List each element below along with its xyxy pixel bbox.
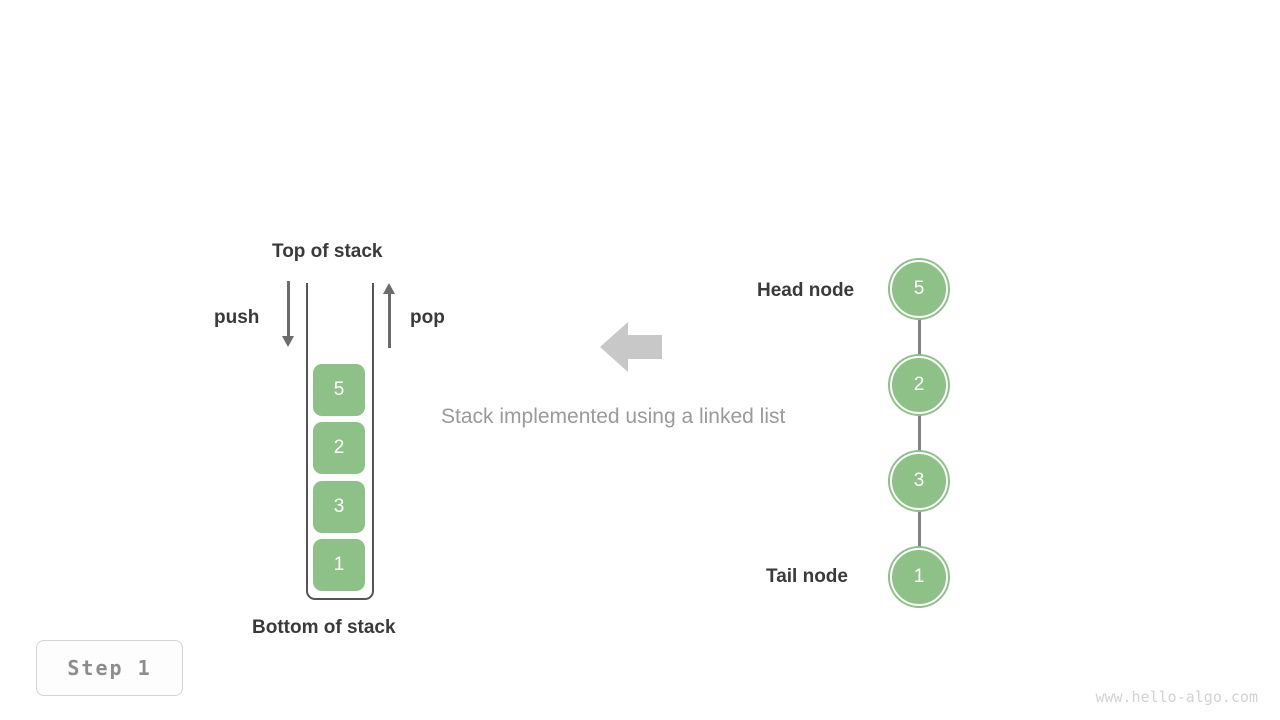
linked-list-link-shaft	[918, 510, 921, 556]
stack-cell: 5	[313, 364, 365, 416]
top-of-stack-label: Top of stack	[272, 241, 383, 262]
watermark: www.hello-algo.com	[1095, 688, 1258, 706]
stack-cell: 2	[313, 422, 365, 474]
push-label: push	[214, 307, 260, 328]
stack-cell: 1	[313, 539, 365, 591]
diagram-caption: Stack implemented using a linked list	[441, 405, 786, 428]
tail-node-label: Tail node	[766, 566, 848, 587]
pop-arrow-head-icon	[383, 283, 395, 294]
linked-list-node: 5	[890, 260, 948, 318]
stack-container-right-wall	[372, 283, 374, 523]
left-arrow-icon	[600, 322, 662, 372]
stack-visualization: Top of stack push pop 5 2 3 1 Bottom of …	[0, 0, 520, 720]
bottom-of-stack-label: Bottom of stack	[252, 617, 396, 638]
stack-cell: 3	[313, 481, 365, 533]
stack-container-left-wall	[306, 283, 308, 523]
linked-list-node: 2	[890, 356, 948, 414]
pop-arrow-shaft	[388, 294, 391, 348]
stack-container-bottom	[306, 520, 374, 600]
push-arrow-head-icon	[282, 336, 294, 347]
head-node-label: Head node	[757, 280, 855, 301]
linked-list-link-shaft	[918, 318, 921, 364]
linked-list-link-shaft	[918, 414, 921, 460]
linked-list-node: 1	[890, 548, 948, 606]
push-arrow-shaft	[287, 281, 290, 338]
pop-label: pop	[410, 307, 445, 328]
step-badge: Step 1	[36, 640, 183, 696]
linked-list-node: 3	[890, 452, 948, 510]
